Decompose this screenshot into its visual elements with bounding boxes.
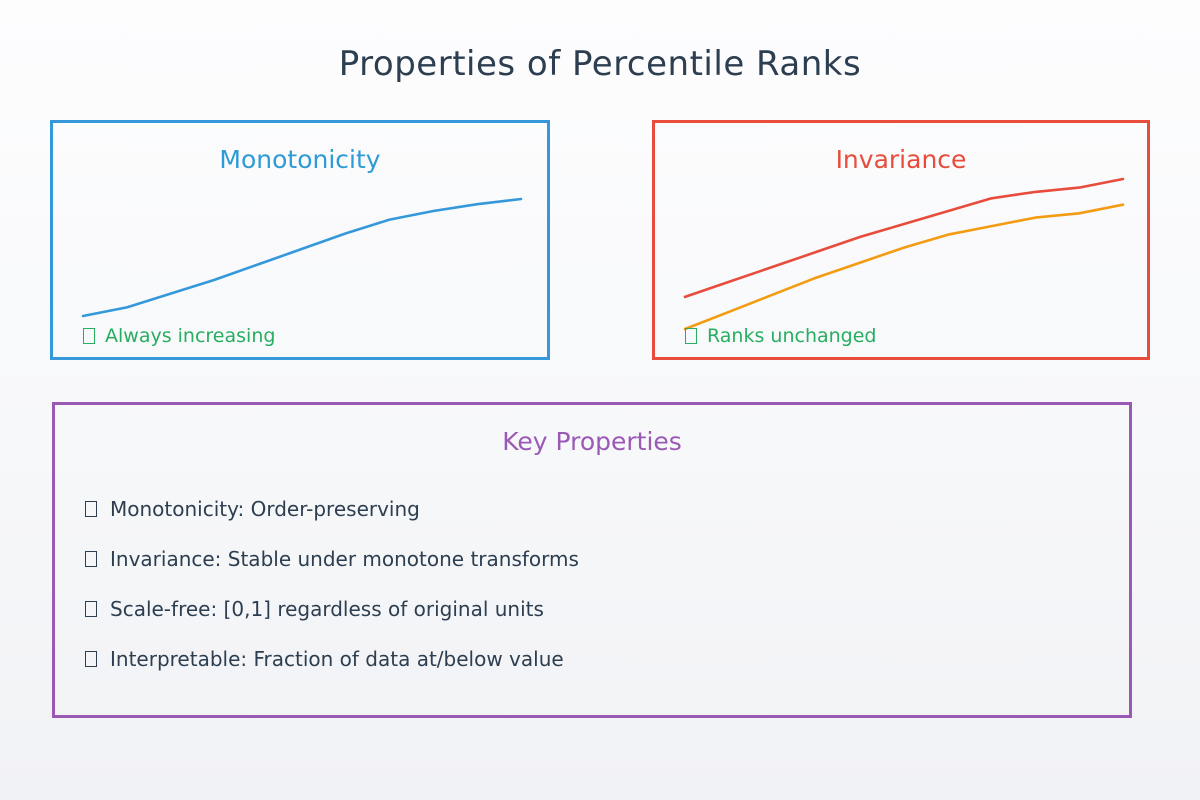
monotonicity-chart	[81, 197, 523, 318]
line-series-percentile-rank	[81, 197, 523, 318]
key-property-item-text: Monotonicity: Order-preserving	[110, 497, 420, 521]
key-property-item-text: Scale-free: [0,1] regardless of original…	[110, 597, 544, 621]
monotonicity-caption-text: Always increasing	[105, 325, 276, 347]
monotonicity-panel-title: Monotonicity	[219, 145, 381, 174]
line-series-transformed	[683, 203, 1125, 331]
invariance-chart	[683, 177, 1125, 331]
key-property-item-text: Interpretable: Fraction of data at/below…	[110, 647, 564, 671]
invariance-caption: Ranks unchanged	[685, 325, 876, 347]
key-properties-list: Monotonicity: Order-preserving Invarianc…	[55, 484, 1129, 684]
key-property-item: Scale-free: [0,1] regardless of original…	[85, 584, 1129, 634]
missing-glyph-icon	[85, 501, 97, 517]
key-property-item: Interpretable: Fraction of data at/below…	[85, 634, 1129, 684]
missing-glyph-icon	[85, 601, 97, 617]
page-title: Properties of Percentile Ranks	[338, 44, 862, 84]
missing-glyph-icon	[685, 328, 697, 344]
invariance-caption-text: Ranks unchanged	[707, 325, 877, 347]
invariance-panel-title: Invariance	[835, 145, 967, 174]
key-property-item: Invariance: Stable under monotone transf…	[85, 534, 1129, 584]
missing-glyph-icon	[85, 551, 97, 567]
key-property-item-text: Invariance: Stable under monotone transf…	[110, 547, 579, 571]
key-properties-panel: Key Properties Monotonicity: Order-prese…	[52, 402, 1132, 718]
key-property-item: Monotonicity: Order-preserving	[85, 484, 1129, 534]
key-properties-panel-title: Key Properties	[502, 427, 682, 456]
monotonicity-caption: Always increasing	[83, 325, 275, 347]
missing-glyph-icon	[85, 651, 97, 667]
invariance-panel: Invariance Ranks unchanged	[652, 120, 1150, 360]
line-series-original	[683, 177, 1125, 299]
monotonicity-panel: Monotonicity Always increasing	[50, 120, 550, 360]
missing-glyph-icon	[83, 328, 95, 344]
